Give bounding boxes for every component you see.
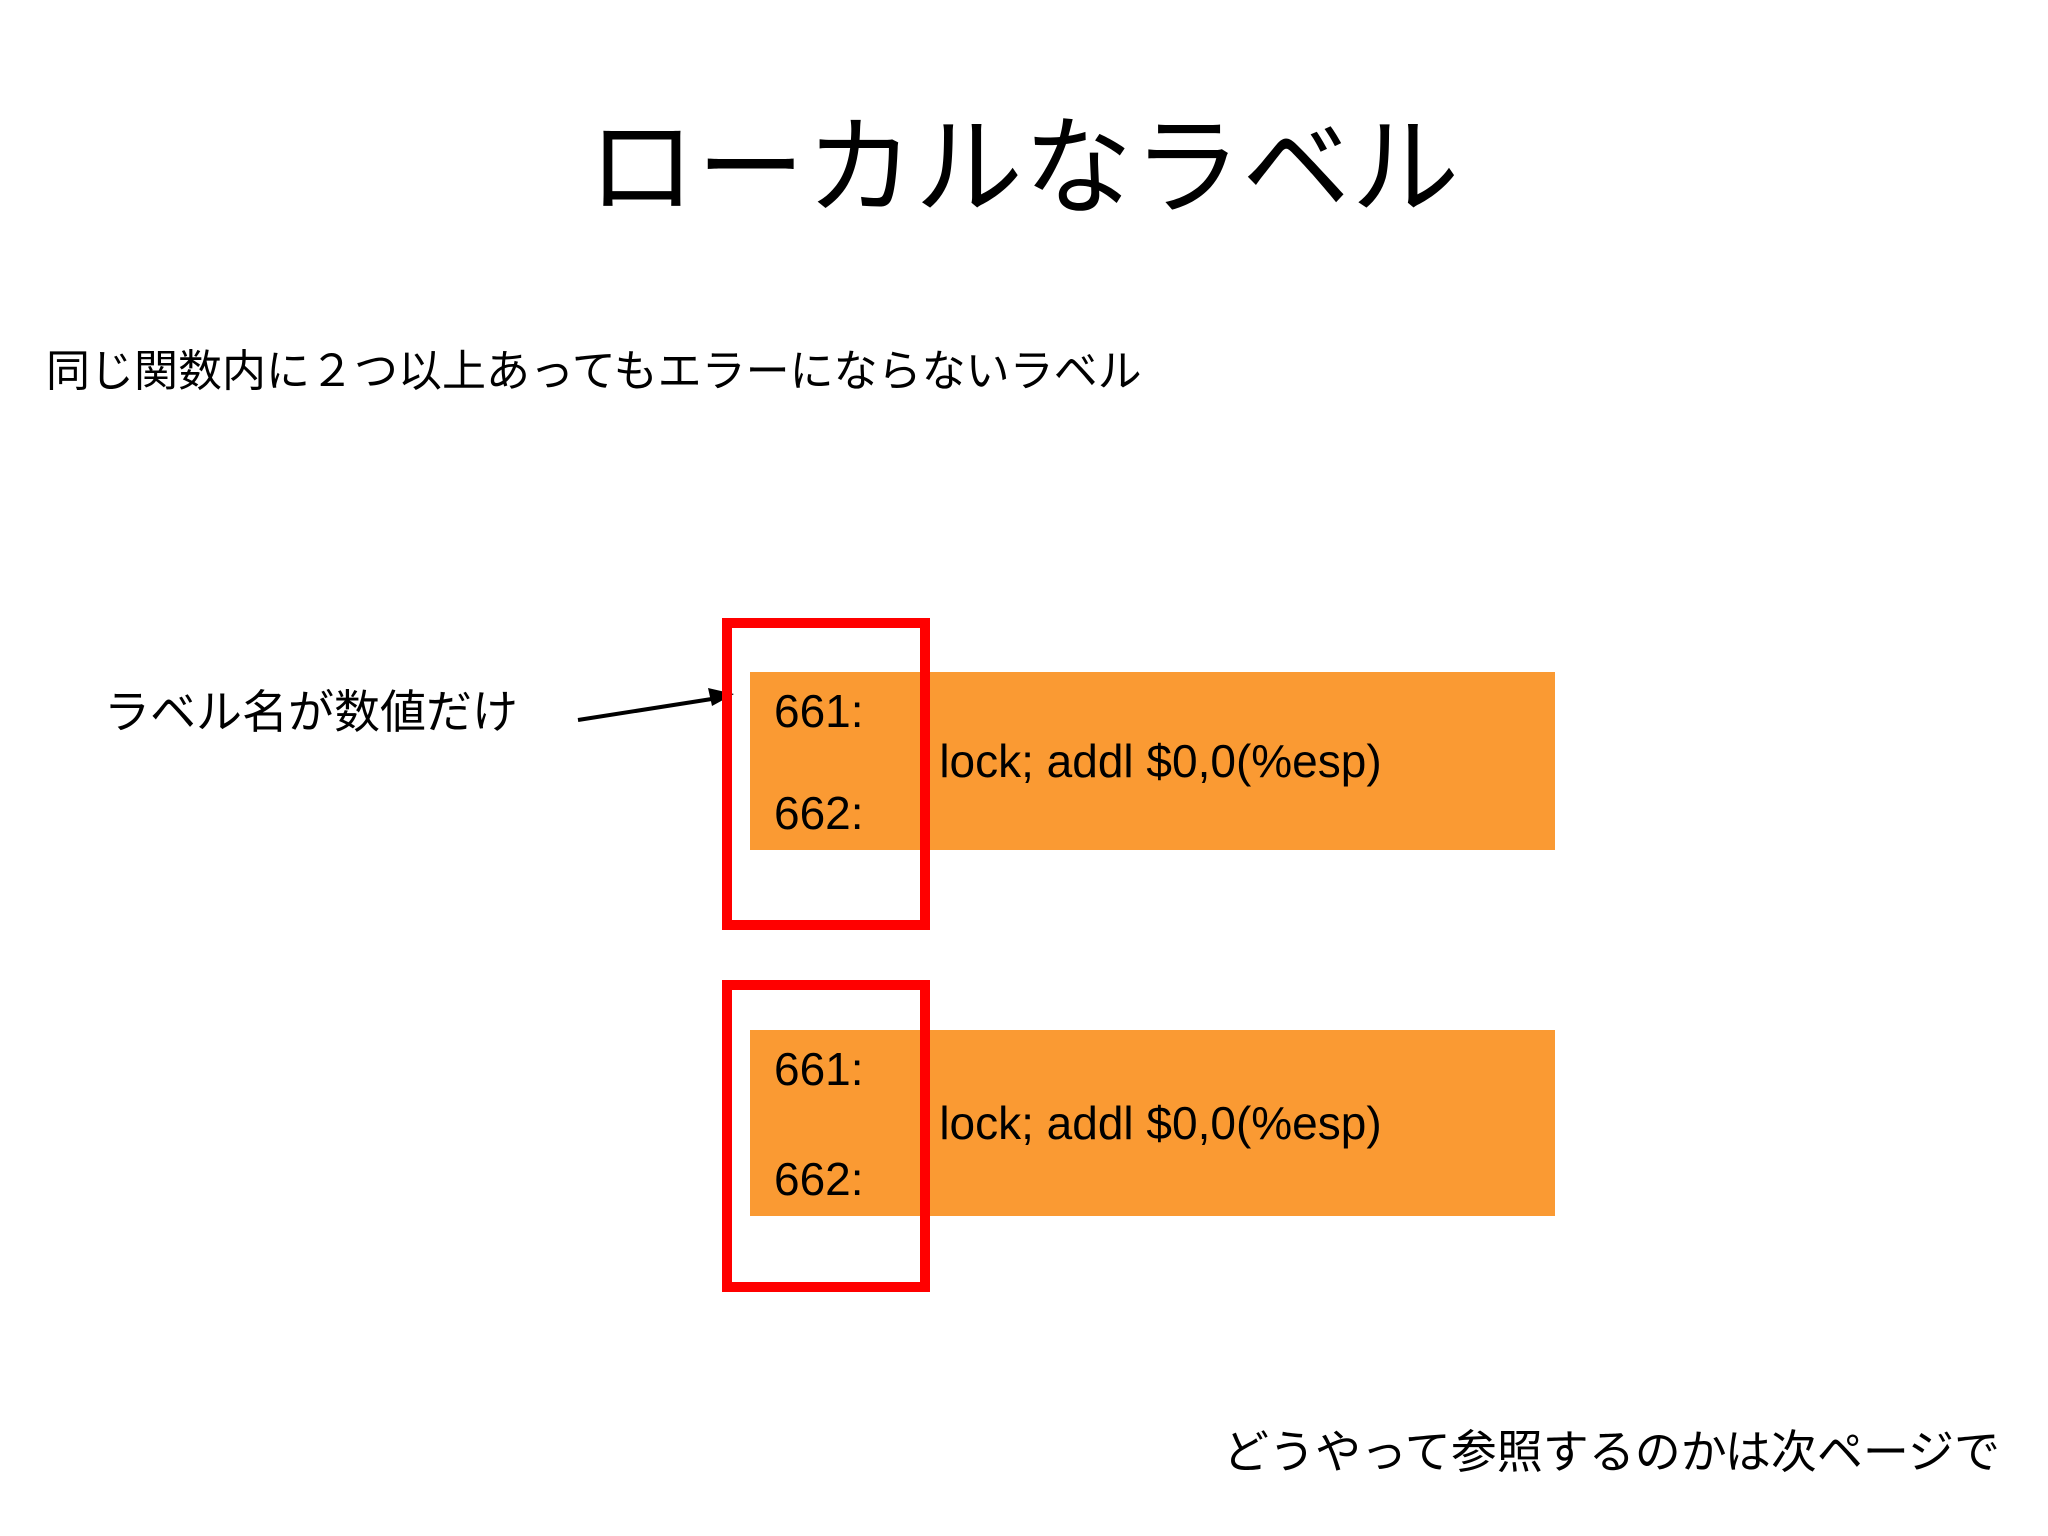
code-instruction: lock; addl $0,0(%esp) xyxy=(939,1097,1382,1149)
code-label-column-2: 661: 662: xyxy=(774,1030,924,1216)
code-label: 661: xyxy=(774,685,864,737)
code-group-1: 661: 662: lock; addl $0,0(%esp) xyxy=(750,672,1555,850)
code-label-column-1: 661: 662: xyxy=(774,672,924,850)
annotation-label: ラベル名が数値だけ xyxy=(104,686,518,738)
annotation-arrow-icon xyxy=(577,688,734,722)
code-group-2: 661: 662: lock; addl $0,0(%esp) xyxy=(750,1030,1555,1216)
code-label: 662: xyxy=(774,787,864,839)
code-label: 662: xyxy=(774,1153,864,1205)
code-label: 661: xyxy=(774,1043,864,1095)
slide-subtitle: 同じ関数内に２つ以上あってもエラーにならないラベル xyxy=(46,347,1142,396)
page-title: ローカルなラベル xyxy=(587,107,1461,228)
code-block-2: 661: 662: lock; addl $0,0(%esp) xyxy=(750,1030,1555,1216)
footer-note: どうやって参照するのかは次ページで xyxy=(1223,1426,2000,1478)
code-block-1: 661: 662: lock; addl $0,0(%esp) xyxy=(750,672,1555,850)
code-instruction: lock; addl $0,0(%esp) xyxy=(939,735,1382,787)
